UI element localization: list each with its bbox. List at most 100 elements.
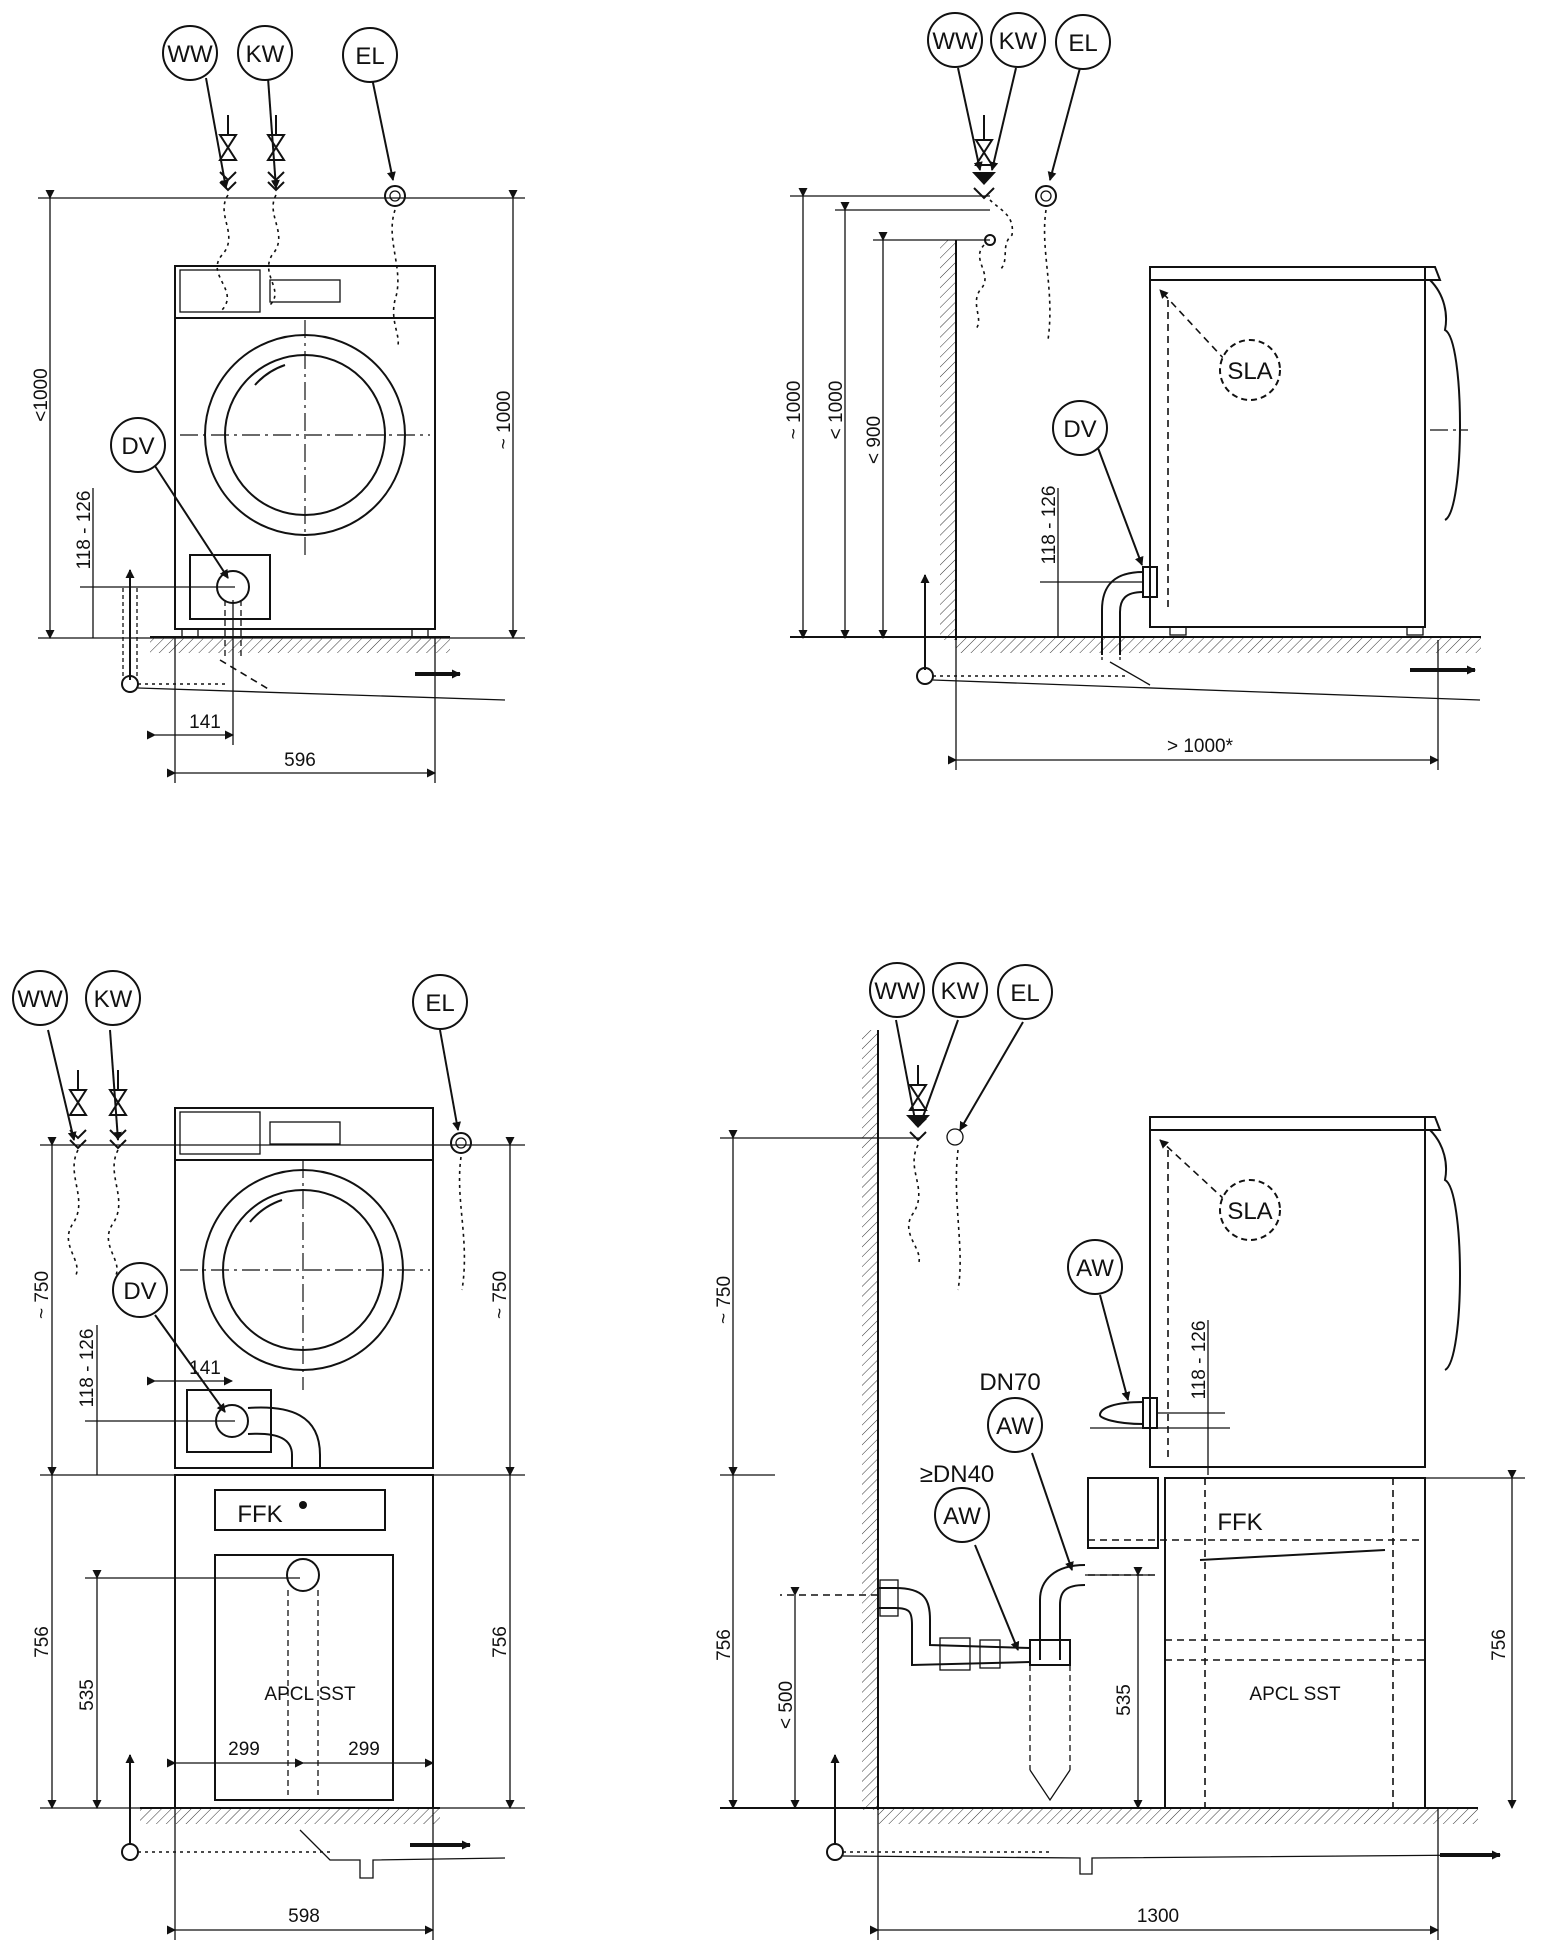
ffk-label: FFK	[237, 1501, 282, 1528]
dim-drain-offset: 141	[189, 712, 221, 733]
dim-side-base-756: 756	[714, 1629, 735, 1661]
dim-base-width: 598	[288, 1906, 320, 1927]
callout-dv-side-text: DV	[1063, 416, 1096, 443]
ffk-side-label: FFK	[1217, 1509, 1262, 1536]
floor-hatch-3	[140, 1808, 440, 1824]
dim-height-left: <1000	[31, 368, 52, 421]
floor-hatch	[150, 637, 450, 653]
callout-kw-base	[85, 970, 141, 1026]
callout-ww-text: WW	[167, 41, 213, 68]
floor-hatch-4	[878, 1808, 1478, 1824]
electrical-socket-side	[1035, 185, 1057, 341]
callout-kw-side-base	[932, 962, 988, 1018]
callout-aw-dn40-text: AW	[943, 1503, 981, 1530]
callout-kw-base-text: KW	[94, 986, 133, 1013]
dim-base-299-right: 299	[348, 1739, 380, 1760]
dim-base-756-right: 756	[490, 1626, 511, 1658]
callout-ww	[162, 25, 218, 81]
detergent-drawer	[179, 269, 261, 313]
dim-side-2: < 1000	[826, 381, 847, 440]
apcl-side-label: APCL SST	[1249, 1684, 1341, 1705]
dim-side-drain-height: 118 - 126	[1039, 486, 1060, 565]
callout-sla	[1219, 339, 1281, 401]
dn40-label: ≥DN40	[920, 1461, 995, 1488]
callout-aw-machine-text: AW	[1076, 1255, 1114, 1282]
dim-base-750-left: ~ 750	[32, 1271, 53, 1319]
callout-kw	[237, 25, 293, 81]
dim-base-drain-height: 118 - 126	[77, 1329, 98, 1408]
callout-el-side	[1055, 14, 1111, 70]
callout-ww-side-text: WW	[932, 28, 978, 55]
machine-side-body	[1149, 266, 1426, 628]
dim-base-750-right: ~ 750	[490, 1271, 511, 1319]
dim-drain-height: 118 - 126	[74, 491, 95, 570]
dim-base-756-left: 756	[32, 1626, 53, 1658]
panel-front-view-base: ~ 750 ~ 750 756 756 FFK APCL SST	[12, 970, 525, 1940]
callout-ww-base-text: WW	[17, 986, 63, 1013]
dim-base-drain-offset: 141	[189, 1358, 221, 1379]
callout-kw-side-base-text: KW	[941, 978, 980, 1005]
callout-el-side-base	[997, 964, 1053, 1020]
base-cabinet	[174, 1474, 434, 1809]
callout-aw-dn40	[934, 1487, 990, 1543]
base-cabinet-side	[1164, 1477, 1426, 1809]
panel-front-view: <1000 ~ 1000	[31, 25, 525, 783]
dim-side-3: < 900	[864, 416, 885, 464]
callout-aw-machine	[1067, 1239, 1123, 1295]
display	[269, 279, 341, 303]
dim-base-299-left: 299	[228, 1739, 260, 1760]
callout-ww-side-base-text: WW	[874, 978, 920, 1005]
callout-dv-side	[1052, 400, 1108, 456]
callout-sla-base	[1219, 1179, 1281, 1241]
dim-side-1: ~ 1000	[784, 381, 805, 440]
callout-el-side-text: EL	[1068, 30, 1097, 57]
callout-ww-base	[12, 970, 68, 1026]
control-panel	[174, 265, 436, 319]
callout-kw-side	[990, 12, 1046, 68]
drain-pipe-dn40	[878, 1587, 1031, 1667]
callout-el	[342, 27, 398, 83]
callout-el-text: EL	[355, 43, 384, 70]
callout-dv-base	[112, 1262, 168, 1318]
supply-valves-base	[67, 1070, 128, 1276]
machine-side-on-base	[1149, 1116, 1426, 1468]
dim-side-base-500: < 500	[776, 1681, 797, 1729]
callout-el-base-text: EL	[425, 990, 454, 1017]
callout-ww-side-base	[869, 962, 925, 1018]
drain-channel-box	[1087, 1477, 1159, 1549]
dim-side-base-drain-height: 118 - 126	[1189, 1321, 1210, 1400]
apcl-label: APCL SST	[264, 1684, 356, 1705]
callout-sla-text: SLA	[1227, 358, 1272, 385]
dim-side-base-535: 535	[1114, 1684, 1135, 1716]
dim-height-right: ~ 1000	[494, 391, 515, 450]
panel-side-view-base: ~ 750 756 FFK APCL SST < 500	[714, 962, 1525, 1940]
supply-valve-side	[972, 115, 1014, 331]
callout-sla-base-text: SLA	[1227, 1198, 1272, 1225]
dim-side-base-width: 1300	[1137, 1906, 1179, 1927]
machine-top	[1150, 266, 1442, 281]
drain-elbow-dn70	[1039, 1564, 1086, 1660]
wall-hatch	[940, 240, 956, 640]
callout-kw-side-text: KW	[999, 28, 1038, 55]
door-bulge	[1429, 279, 1461, 521]
machine-on-base	[174, 1107, 434, 1469]
electrical-socket	[384, 185, 406, 346]
dim-base-535: 535	[77, 1679, 98, 1711]
callout-dv	[110, 417, 166, 473]
supply-valve-ww	[216, 115, 238, 311]
dim-wall-clearance: > 1000*	[1167, 736, 1234, 757]
callout-dv-text: DV	[121, 433, 154, 460]
supply-valve-kw	[266, 115, 286, 306]
electrical-socket-base	[450, 1132, 472, 1291]
door-handle	[254, 364, 286, 386]
callout-aw-dn70	[987, 1397, 1043, 1453]
electrical-socket-side-base	[946, 1128, 964, 1291]
callout-el-side-base-text: EL	[1010, 980, 1039, 1007]
callout-el-base	[412, 974, 468, 1030]
wall-hatch-4	[862, 1030, 878, 1810]
dim-side-base-756-right: 756	[1489, 1629, 1510, 1661]
callout-ww-side	[927, 12, 983, 68]
callout-aw-dn70-text: AW	[996, 1413, 1034, 1440]
